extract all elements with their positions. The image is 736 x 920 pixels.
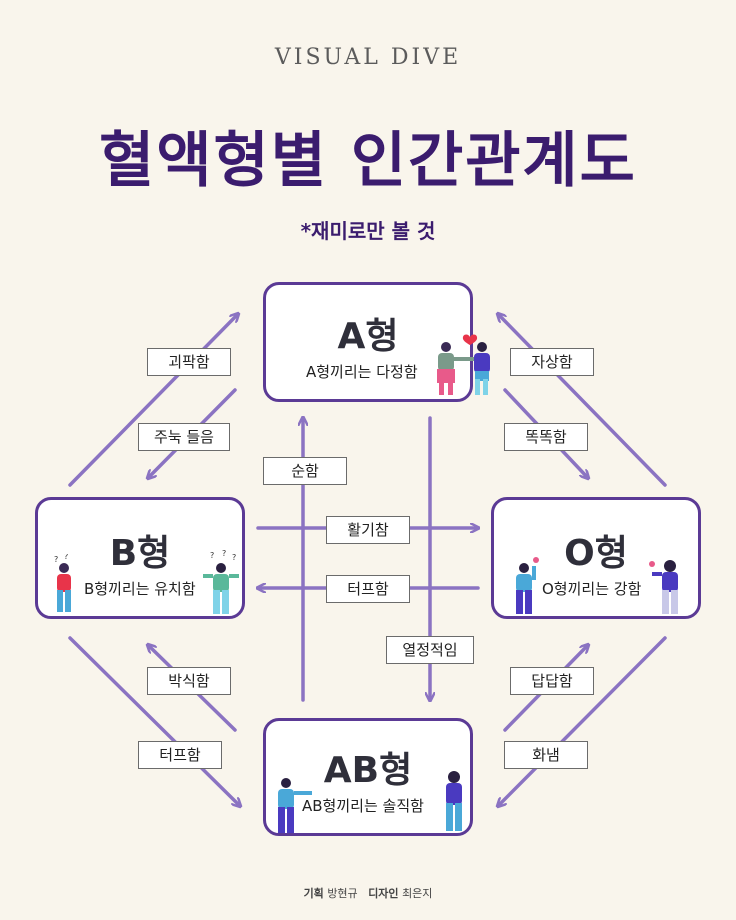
honest-man-illustration	[278, 778, 312, 833]
arrow-o-to-a	[498, 314, 667, 487]
confused-boy-illustration: ???	[203, 550, 239, 614]
brand-logo: VISUAL DIVE	[274, 45, 462, 70]
node-b-desc: B형끼리는 유치함	[84, 580, 196, 598]
page-subtitle: *재미로만 볼 것	[300, 219, 436, 243]
svg-text:?: ?	[232, 553, 236, 562]
node-ab-type: AB형	[323, 750, 413, 791]
label-ab-to-o: 답답함	[510, 667, 594, 695]
couple-illustration	[437, 334, 490, 395]
label-ab-to-a: 순함	[263, 457, 347, 485]
label-a-to-o: 똑똑함	[504, 423, 588, 451]
label-b-to-ab: 터프함	[138, 741, 222, 769]
node-a: A형 A형끼리는 다정함	[263, 282, 490, 402]
svg-text:?: ?	[222, 550, 226, 558]
plan-label: 기획	[303, 887, 324, 900]
arrow-o-to-ab	[498, 636, 667, 806]
arrow-b-to-a	[68, 314, 238, 487]
svg-text:?: ?	[54, 555, 58, 564]
node-ab: AB형 AB형끼리는 솔직함	[263, 718, 473, 836]
node-o: O형 O형끼리는 강함	[491, 497, 701, 619]
design-label: 디자인	[368, 887, 399, 900]
honest-woman-illustration	[446, 771, 462, 831]
label-a-to-b: 주눅 들음	[138, 423, 230, 451]
page-title: 혈액형별 인간관계도	[99, 126, 637, 196]
label-b-to-o: 활기참	[326, 516, 410, 544]
design-name: 최은지	[402, 887, 433, 900]
node-ab-desc: AB형끼리는 솔직함	[302, 797, 424, 815]
node-o-desc: O형끼리는 강함	[542, 580, 642, 598]
node-a-desc: A형끼리는 다정함	[306, 363, 418, 381]
node-o-type: O형	[564, 533, 628, 574]
svg-text:?: ?	[210, 551, 214, 560]
node-b-type: B형	[109, 533, 171, 574]
label-a-to-ab: 열정적임	[386, 636, 474, 664]
svg-text:?: ?	[64, 554, 68, 561]
strong-woman-illustration	[649, 560, 678, 614]
node-a-type: A형	[337, 316, 399, 357]
arrow-b-to-ab	[68, 636, 240, 806]
label-ab-to-b: 박식함	[147, 667, 231, 695]
credits: 기획 방현규 디자인 최은지	[0, 885, 736, 901]
confused-girl-illustration: ??	[54, 554, 71, 612]
plan-name: 방현규	[327, 887, 358, 900]
label-o-to-a: 자상함	[510, 348, 594, 376]
label-o-to-ab: 화냄	[504, 741, 588, 769]
strong-man-illustration	[516, 557, 539, 614]
node-b: B형 B형끼리는 유치함 ?? ???	[35, 497, 245, 619]
label-o-to-b: 터프함	[326, 575, 410, 603]
label-b-to-a: 괴팍함	[147, 348, 231, 376]
